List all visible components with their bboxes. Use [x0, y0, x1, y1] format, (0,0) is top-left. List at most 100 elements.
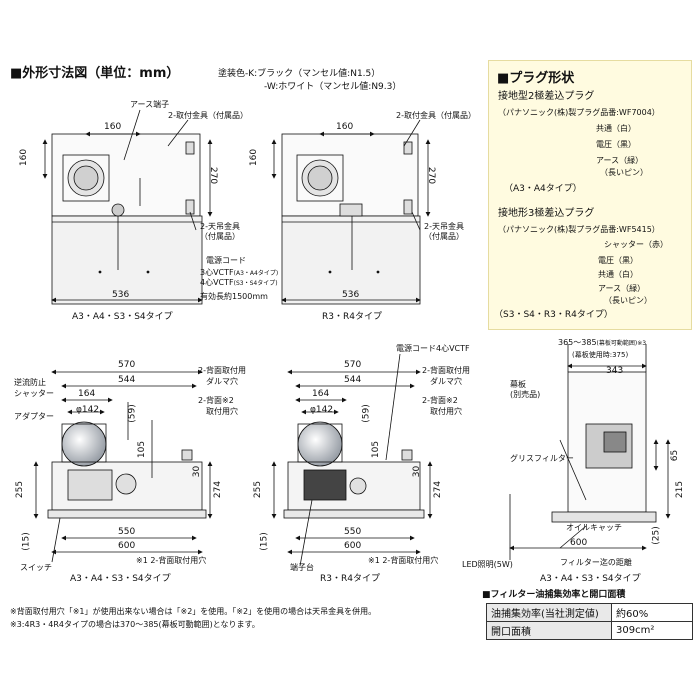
sv-dim-215: 215 — [675, 480, 686, 499]
bl-dim-30: 30 — [192, 465, 203, 478]
tl-dim-160h: 160 — [104, 122, 122, 132]
bottom-mid-view — [271, 353, 433, 567]
color-note-1: 塗装色-K:ブラック（マンセル値:N1.5） — [218, 69, 381, 79]
bm-dim-164: 164 — [312, 389, 330, 399]
tl-dim-270: 270 — [208, 166, 219, 185]
color-note-2: -W:ホワイト（マンセル値:N9.3） — [264, 82, 402, 92]
sv-dim-65: 65 — [670, 449, 681, 462]
tl-length: 有効長約1500mm — [200, 292, 268, 301]
bl-rear-hole: 取付用穴 — [206, 407, 238, 416]
plug2-voltage: 電圧（黒） — [596, 140, 636, 149]
bl-dim-550: 550 — [118, 527, 136, 537]
page-title: ■外形寸法図（単位：mm） — [10, 66, 180, 81]
bl-type: A3・A4・S3・S4タイプ — [70, 574, 171, 584]
bl-dim-570: 570 — [118, 360, 136, 370]
bm-dim-600: 600 — [344, 541, 362, 551]
tr-hanger: 2-天吊金具 — [424, 222, 464, 231]
sv-type: A3・A4・S3・S4タイプ — [540, 574, 641, 584]
bm-daruma: ダルマ穴 — [430, 377, 462, 386]
bm-dim-544: 544 — [344, 375, 362, 385]
sv-maku2: (別売品) — [510, 390, 541, 399]
bm-dim-550: 550 — [344, 527, 362, 537]
sv-grease: グリスフィルター — [510, 454, 574, 463]
sv-range: 365～385(幕板可動範囲)※3 — [558, 338, 647, 347]
sv-maku: 幕板 — [510, 380, 526, 389]
bl-daruma: ダルマ穴 — [206, 377, 238, 386]
table-row: 開口面積 309cm² — [486, 621, 693, 640]
tl-dim-160v: 160 — [19, 148, 30, 167]
plug2-earth: アース（緑） — [596, 156, 644, 165]
plug2-title: 接地型2極差込プラグ — [498, 91, 595, 102]
bl-adapter: アダプター — [14, 412, 54, 421]
table-row: 油捕集効率(当社測定値) 約60% — [486, 603, 693, 622]
bl-dim-59: (59) — [127, 404, 138, 423]
bm-rear-hole1: ※1 2-背面取付用穴 — [368, 556, 439, 565]
bm-rear-hole: 取付用穴 — [430, 407, 462, 416]
tr-type: R3・R4タイプ — [322, 312, 382, 322]
top-left-view — [42, 109, 213, 305]
bottom-left-view — [33, 369, 213, 563]
bl-dim-255: 255 — [15, 480, 26, 499]
side-view — [509, 344, 671, 560]
tl-hanger2: （付属品） — [200, 232, 240, 241]
sv-dim-343: 343 — [606, 366, 624, 376]
bm-rear: 2-背面※2 — [422, 396, 458, 405]
sv-dim-600: 600 — [570, 538, 588, 548]
bm-type: R3・R4タイプ — [320, 574, 380, 584]
plug3-pin: （長いピン） — [604, 296, 652, 305]
bl-dim-15: (15) — [21, 532, 32, 551]
bm-dim-59: (59) — [361, 404, 372, 423]
spec-row2-value: 309cm² — [611, 621, 693, 640]
bm-dim-15: (15) — [259, 532, 270, 551]
spec-row2-label: 開口面積 — [486, 621, 612, 640]
tr-dim-536: 536 — [342, 290, 360, 300]
bm-dim-142: φ142 — [310, 405, 334, 415]
bl-shutter2: シャッター — [14, 389, 54, 398]
tl-type: A3・A4・S3・S4タイプ — [72, 312, 173, 322]
bl-dim-164: 164 — [78, 389, 96, 399]
tr-dim-160h: 160 — [336, 122, 354, 132]
bm-cord: 電源コード4心VCTF — [396, 344, 470, 353]
sv-range2: (幕板使用時:375) — [572, 351, 629, 359]
bm-dim-105: 105 — [371, 440, 382, 459]
plug2-common: 共通（白） — [596, 124, 636, 133]
tr-dim-160v: 160 — [249, 148, 260, 167]
tl-hanger: 2-天吊金具 — [200, 222, 240, 231]
bl-rear: 2-背面※2 — [198, 396, 234, 405]
sv-filter-dist: フィルター迄の距離 — [560, 558, 632, 567]
bm-terminal: 端子台 — [290, 563, 314, 572]
bm-rear-mount: 2-背面取付用 — [422, 366, 470, 375]
plug3-type: （S3・S4・R3・R4タイプ） — [494, 310, 613, 320]
spec-title: ■フィルター油捕集効率と開口面積 — [482, 590, 626, 600]
bl-switch: スイッチ — [20, 563, 52, 572]
plug3-title: 接地形3極差込プラグ — [498, 208, 595, 219]
sv-led: LED照明(5W) — [462, 560, 513, 569]
bl-shutter: 逆流防止 — [14, 378, 46, 387]
bm-dim-30: 30 — [412, 465, 423, 478]
tl-mount-bracket: 2-取付金具（付属品） — [168, 111, 248, 120]
tr-hanger2: （付属品） — [424, 232, 464, 241]
plug3-voltage: 電圧（黒） — [598, 256, 638, 265]
tl-earth-terminal: アース端子 — [130, 100, 170, 109]
bm-dim-274: 274 — [433, 480, 444, 499]
plug3-shutter: シャッター（赤） — [604, 240, 668, 249]
tl-cord-b: 4心VCTF(S3・S4タイプ) — [200, 278, 278, 287]
tl-cord-a: 3心VCTF(A3・A4タイプ) — [200, 268, 279, 277]
plug3-common: 共通（白） — [598, 270, 638, 279]
bl-rear-hole1: ※1 2-背面取付用穴 — [136, 556, 207, 565]
spec-row1-value: 約60% — [611, 603, 693, 622]
plug2-maker: （パナソニック(株)製プラグ品番:WF7004） — [498, 108, 660, 117]
plug3-maker: （パナソニック(株)製プラグ品番:WF5415） — [498, 225, 660, 234]
spec-table: 油捕集効率(当社測定値) 約60% 開口面積 309cm² — [486, 603, 693, 640]
bl-dim-105: 105 — [137, 440, 148, 459]
bm-dim-570: 570 — [344, 360, 362, 370]
plug-shape-panel — [488, 60, 692, 330]
tr-dim-270: 270 — [426, 166, 437, 185]
tl-dim-536: 536 — [112, 290, 130, 300]
bl-dim-142: φ142 — [76, 405, 100, 415]
plug-title: ■プラグ形状 — [497, 71, 575, 86]
tl-cord: 電源コード — [206, 256, 246, 265]
note-line2: ※3:4R3・4R4タイプの場合は370～385(幕板可動範囲)となります。 — [10, 620, 260, 629]
